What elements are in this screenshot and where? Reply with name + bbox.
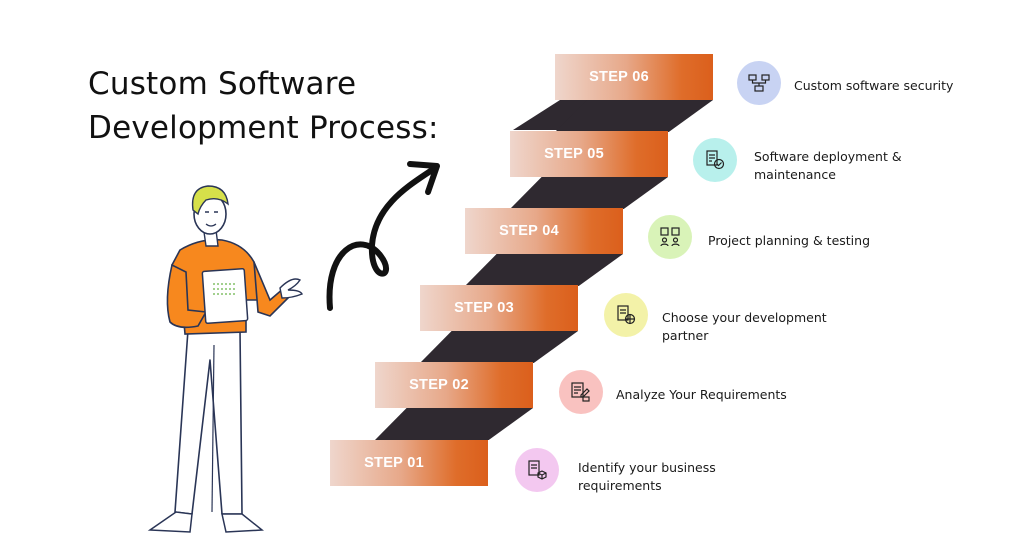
step-4: STEP 04 [465, 208, 623, 254]
title-line-1: Custom Software [88, 66, 357, 102]
step-3: STEP 03 [420, 285, 578, 331]
step-3-text-line1: Choose your development [662, 310, 827, 325]
step-6-description: Custom software security [794, 77, 953, 95]
step-6: STEP 06 [555, 54, 713, 100]
step-2: STEP 02 [375, 362, 533, 408]
step-1-text-line1: Identify your business [578, 460, 716, 475]
step-3-text-line2: partner [662, 328, 709, 343]
step-3-description: Choose your development partner [662, 309, 827, 345]
step-5-text-line1: Software deployment & [754, 149, 902, 164]
step-5: STEP 05 [510, 131, 668, 177]
step-4-description: Project planning & testing [708, 232, 870, 250]
step-6-text: Custom software security [794, 78, 954, 93]
step-1: STEP 01 [330, 440, 488, 486]
deployment-icon [693, 138, 737, 182]
planning-icon [648, 215, 692, 259]
business-requirements-icon [515, 448, 559, 492]
step-5-description: Software deployment & maintenance [754, 148, 902, 184]
security-icon [737, 61, 781, 105]
title-line-2: Development Process: [88, 110, 439, 146]
step-1-text-line2: requirements [578, 478, 662, 493]
page-title: Custom Software Development Process: [88, 62, 468, 150]
step-4-text: Project planning & testing [708, 233, 871, 248]
step-1-description: Identify your business requirements [578, 459, 716, 495]
partner-icon [604, 293, 648, 337]
step-5-text-line2: maintenance [754, 167, 836, 182]
step-2-text: Analyze Your Requirements [616, 387, 787, 402]
step-2-description: Analyze Your Requirements [616, 386, 787, 404]
analyze-icon [559, 370, 603, 414]
